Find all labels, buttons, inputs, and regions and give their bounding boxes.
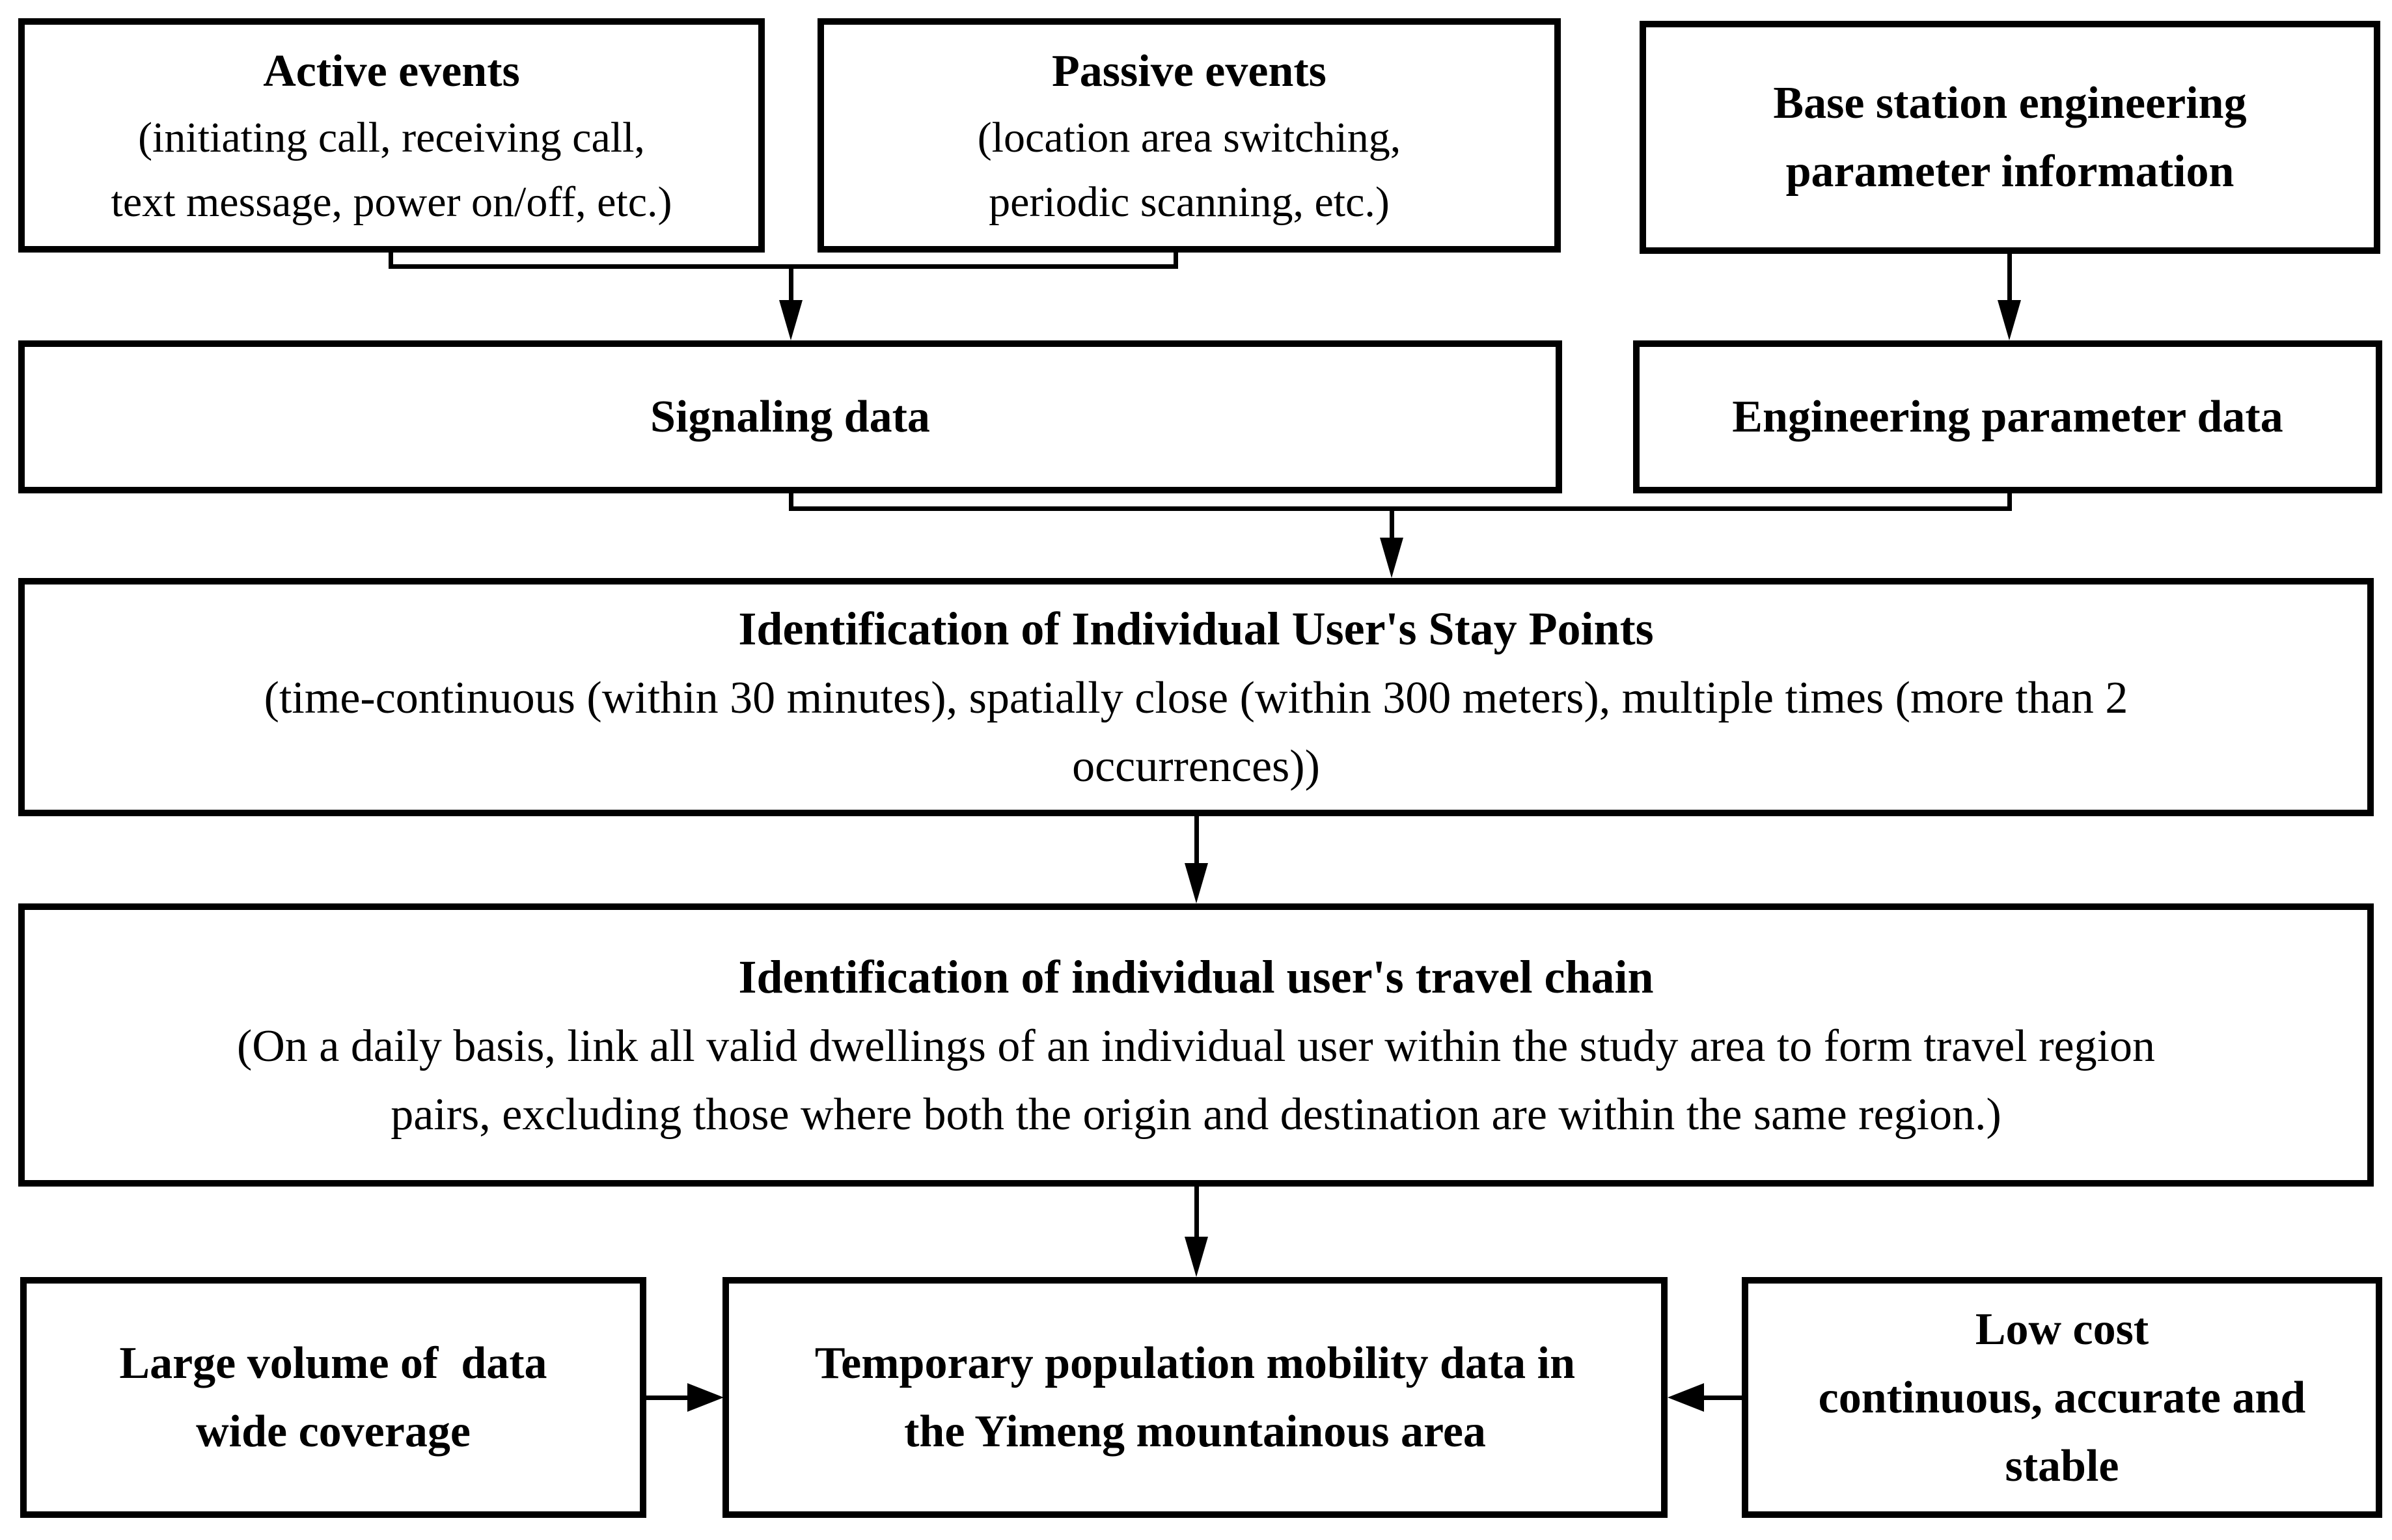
node-low-cost-line-2: continuous, accurate and [1818,1372,2306,1423]
node-passive-events: Passive events (location area switching,… [818,18,1561,253]
arrow-staypoints-to-chain-head-icon [1185,863,1208,903]
connector-engparam-stub [2007,492,2012,511]
node-engineering-parameter-data: Engineering parameter data [1633,340,2382,493]
arrow-data-to-staypoints-shaft [1390,511,1394,539]
node-engineering-parameter-data-title: Engineering parameter data [1732,392,2283,442]
connector-merge-line-mid [789,506,2012,511]
arrow-lowcost-to-mobility-shaft [1703,1396,1743,1400]
node-active-events-line-1: (initiating call, receiving call, [138,113,645,161]
node-stay-points-title: Identification of Individual User's Stay… [738,603,1654,655]
node-stay-points: Identification of Individual User's Stay… [18,578,2374,816]
node-travel-chain-line-1: (On a daily basis, link all valid dwelli… [236,1021,2156,1071]
connector-active-stub [389,251,393,269]
node-signaling-data: Signaling data [18,340,1562,493]
arrow-lowcost-to-mobility-head-icon [1668,1383,1704,1412]
node-travel-chain-title: Identification of individual user's trav… [738,950,1654,1003]
arrow-chain-to-mobility-shaft [1194,1185,1199,1238]
node-mobility-data-line-2: the Yimeng mountainous area [904,1407,1486,1457]
node-travel-chain: Identification of individual user's trav… [18,903,2374,1187]
arrow-volume-to-mobility-shaft [645,1396,689,1400]
connector-signaling-stub [789,492,793,511]
arrow-basestation-to-engparam-head-icon [1998,300,2021,340]
node-stay-points-line-2: occurrences)) [1072,741,1320,791]
node-stay-points-line-1: (time-continuous (within 30 minutes), sp… [264,673,2128,723]
node-low-cost: Low cost continuous, accurate and stable [1742,1277,2382,1518]
node-active-events: Active events (initiating call, receivin… [18,18,765,253]
connector-merge-line-top [389,264,1178,269]
arrow-data-to-staypoints-head-icon [1380,538,1403,578]
node-active-events-line-2: text message, power on/off, etc.) [111,178,672,226]
node-mobility-data-line-1: Temporary population mobility data in [814,1338,1576,1388]
node-large-volume-line-1: Large volume of data [119,1338,547,1388]
node-travel-chain-line-2: pairs, excluding those where both the or… [391,1089,2001,1140]
node-large-volume: Large volume of data wide coverage [20,1277,646,1518]
arrow-basestation-to-engparam-shaft [2007,253,2012,301]
connector-passive-stub [1174,251,1178,269]
node-large-volume-line-2: wide coverage [196,1407,471,1457]
node-mobility-data: Temporary population mobility data in th… [722,1277,1668,1518]
arrow-events-to-signaling-head-icon [779,300,803,340]
node-low-cost-line-1: Low cost [1975,1304,2149,1354]
arrow-staypoints-to-chain-shaft [1194,815,1199,864]
node-passive-events-line-1: (location area switching, [977,113,1401,161]
arrow-events-to-signaling-shaft [789,264,793,301]
arrow-chain-to-mobility-head-icon [1185,1237,1208,1277]
node-base-station-info-line-2: parameter information [1785,146,2234,197]
node-passive-events-line-2: periodic scanning, etc.) [989,178,1390,226]
node-signaling-data-title: Signaling data [650,392,930,442]
node-low-cost-line-3: stable [2005,1440,2119,1491]
node-base-station-info-line-1: Base station engineering [1773,78,2247,128]
arrow-volume-to-mobility-head-icon [687,1383,724,1412]
node-base-station-info: Base station engineering parameter infor… [1640,21,2380,254]
node-passive-events-title: Passive events [1052,46,1327,96]
node-active-events-title: Active events [263,46,520,96]
